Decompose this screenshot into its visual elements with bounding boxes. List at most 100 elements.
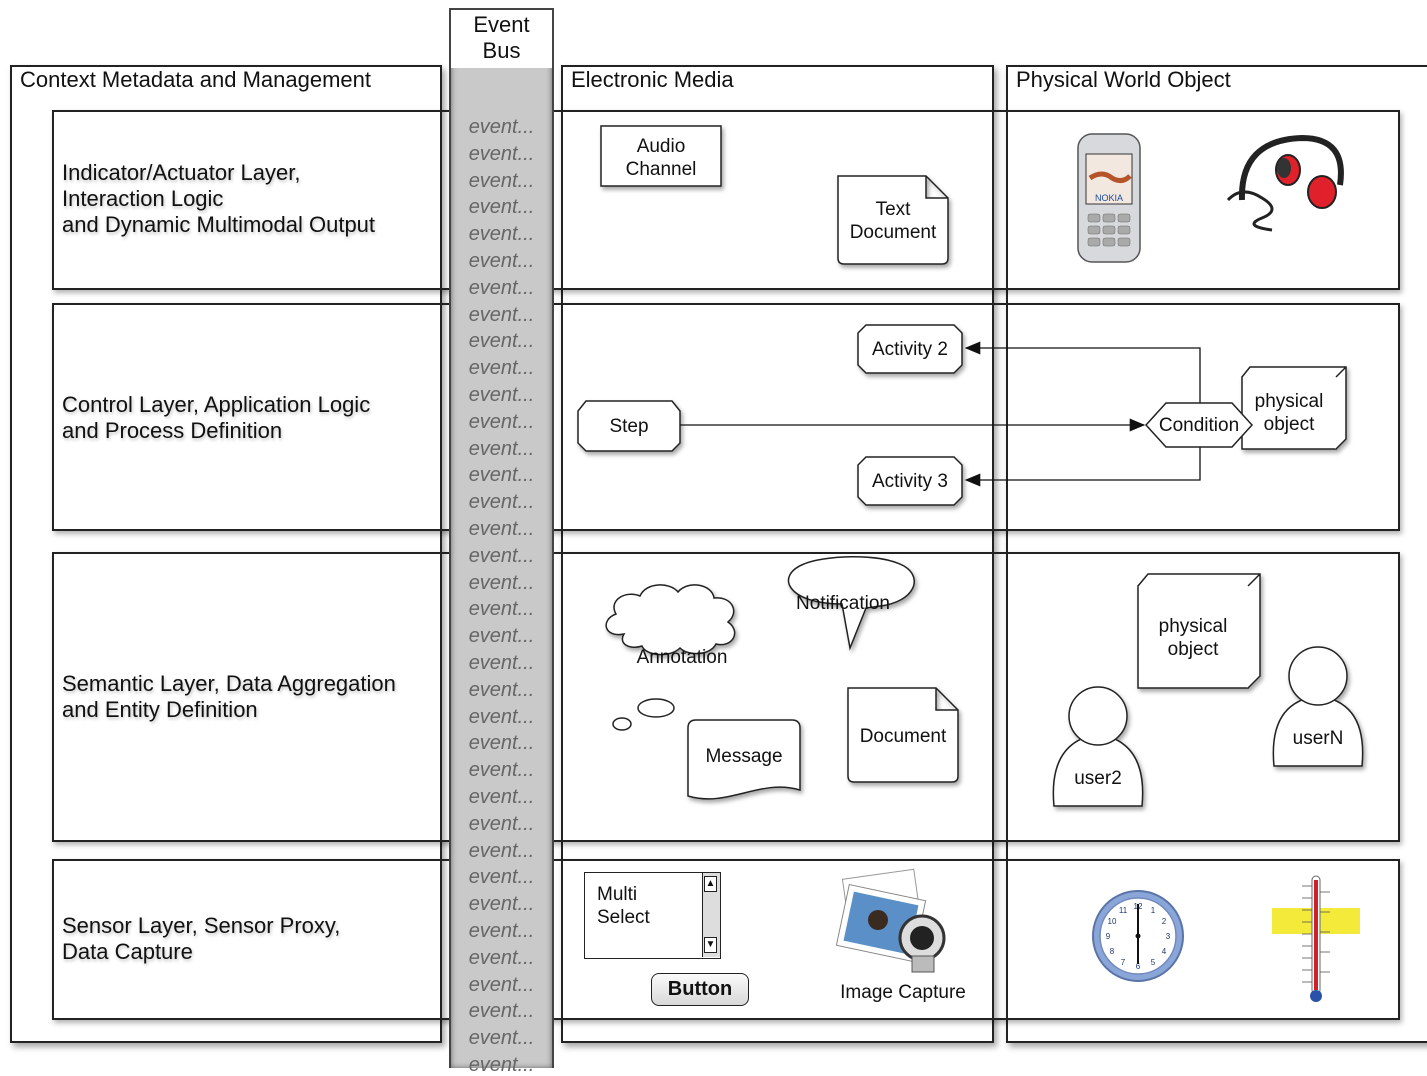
semantic-shapes (605, 556, 1364, 807)
event-label: event... (468, 357, 535, 380)
document-label: Document (859, 726, 947, 747)
scroll-down-icon[interactable]: ▼ (704, 937, 717, 953)
event-label: event... (468, 571, 535, 594)
physical-world-title: Physical World Object (1016, 67, 1231, 92)
electronic-media-title: Electronic Media (571, 67, 734, 92)
event-label: event... (468, 946, 535, 969)
sensor-layer-label: Sensor Layer, Sensor Proxy, Data Capture (62, 913, 341, 964)
event-label: event... (468, 410, 535, 433)
scroll-up-icon[interactable]: ▲ (704, 876, 717, 892)
mobile-phone-icon: NOKIA (1077, 133, 1141, 263)
clock-numeral: 6 (1136, 962, 1141, 971)
physical-object-cube (1241, 366, 1347, 450)
notification-label: Notification (796, 593, 890, 614)
event-label: event... (468, 223, 535, 246)
event-label: event... (468, 250, 535, 272)
condition-to-activity3-arrow (964, 447, 1201, 487)
indicator-layer-label: Indicator/Actuator Layer, Interaction Lo… (62, 160, 376, 237)
event-bus-title: Event Bus (451, 8, 552, 68)
text-document-shape (837, 175, 949, 265)
condition-label: Condition (1158, 415, 1240, 436)
event-label: event... (468, 276, 535, 299)
event-label: event... (468, 116, 535, 138)
event-bus: Event Bus event... event... event... event.… (449, 8, 554, 1076)
clock-numeral: 3 (1166, 932, 1171, 941)
event-label: event... (468, 973, 535, 996)
event-label: event... (468, 786, 535, 808)
event-label: event... (468, 303, 535, 326)
clock-numeral: 2 (1162, 917, 1167, 926)
notification-bubble (787, 556, 915, 651)
event-label: event... (468, 625, 535, 648)
event-label: event... (468, 893, 535, 916)
control-physical-object-label: physical object (1254, 391, 1324, 435)
headphones-icon (1226, 134, 1344, 232)
event-label: event... (468, 437, 535, 460)
document-shape (847, 687, 959, 783)
indicator-shapes (600, 125, 949, 265)
event-label: event... (468, 142, 535, 165)
sensor-button[interactable]: Button (651, 973, 749, 1006)
clock-numeral: 11 (1119, 906, 1128, 915)
multi-select-scrollbar[interactable] (702, 873, 720, 957)
thought-bubble-small (612, 717, 632, 731)
annotation-label: Annotation (636, 647, 728, 668)
event-label: event... (468, 652, 535, 674)
semantic-layer (52, 552, 1400, 842)
message-shape (687, 719, 801, 800)
event-label: event... (468, 491, 535, 514)
event-label: event... (468, 678, 535, 701)
event-label: event... (468, 866, 535, 889)
user2-figure (1052, 686, 1144, 807)
clock-numeral: 1 (1151, 906, 1156, 915)
clock-numeral: 4 (1162, 947, 1167, 956)
activity3-node (857, 456, 963, 506)
event-label: event... (468, 544, 535, 567)
indicator-layer (52, 110, 1400, 290)
message-label: Message (705, 746, 783, 767)
physical-world-column: Physical World Object (1006, 65, 1427, 1043)
activity2-node (857, 324, 963, 374)
multi-select-label: Multi Select (597, 884, 650, 928)
multi-select-list[interactable]: Multi Select ▲ ▼ (584, 872, 721, 959)
event-label: event... (468, 812, 535, 835)
event-label: event... (468, 169, 535, 192)
activity3-label: Activity 3 (871, 471, 949, 492)
event-label: event... (468, 330, 535, 353)
userN-label: userN (1292, 728, 1344, 749)
control-layer (52, 303, 1400, 531)
control-flow-diagram (577, 324, 1347, 506)
semantic-layer-label: Semantic Layer, Data Aggregation and Ent… (62, 671, 396, 722)
clock-numeral: 9 (1106, 932, 1111, 941)
event-label: event... (468, 839, 535, 862)
control-layer-label: Control Layer, Application Logic and Pro… (62, 392, 371, 443)
event-label: event... (468, 1027, 535, 1050)
audio-channel-label: Audio Channel (625, 136, 697, 180)
condition-to-activity2-arrow (964, 341, 1201, 403)
event-label: event... (468, 518, 535, 540)
event-label: event... (468, 705, 535, 728)
step-label: Step (609, 416, 649, 437)
context-column-title: Context Metadata and Management (20, 67, 372, 92)
clock-numeral: 8 (1110, 947, 1115, 956)
text-document-label: Text Document (849, 199, 937, 243)
audio-channel-box (600, 125, 722, 187)
event-label: event... (468, 920, 535, 942)
event-label: event... (468, 598, 535, 621)
userN-figure (1272, 646, 1364, 767)
semantic-physical-object-cube (1137, 573, 1261, 689)
sensor-layer (52, 859, 1400, 1020)
user2-label: user2 (1074, 768, 1122, 789)
clock-numeral: 10 (1108, 917, 1117, 926)
event-label: event... (468, 759, 535, 782)
thermometer-icon (1272, 875, 1360, 1002)
event-label: event... (468, 196, 535, 219)
image-capture-icon (835, 868, 946, 973)
image-capture-label: Image Capture (840, 982, 966, 1003)
clock-numeral: 5 (1151, 958, 1156, 967)
semantic-physical-object-label: physical object (1158, 616, 1228, 660)
clock-icon: 121234567891011 (1092, 890, 1184, 982)
event-label: event... (468, 1000, 535, 1023)
condition-node (1144, 402, 1254, 448)
event-label: event... (468, 384, 535, 406)
